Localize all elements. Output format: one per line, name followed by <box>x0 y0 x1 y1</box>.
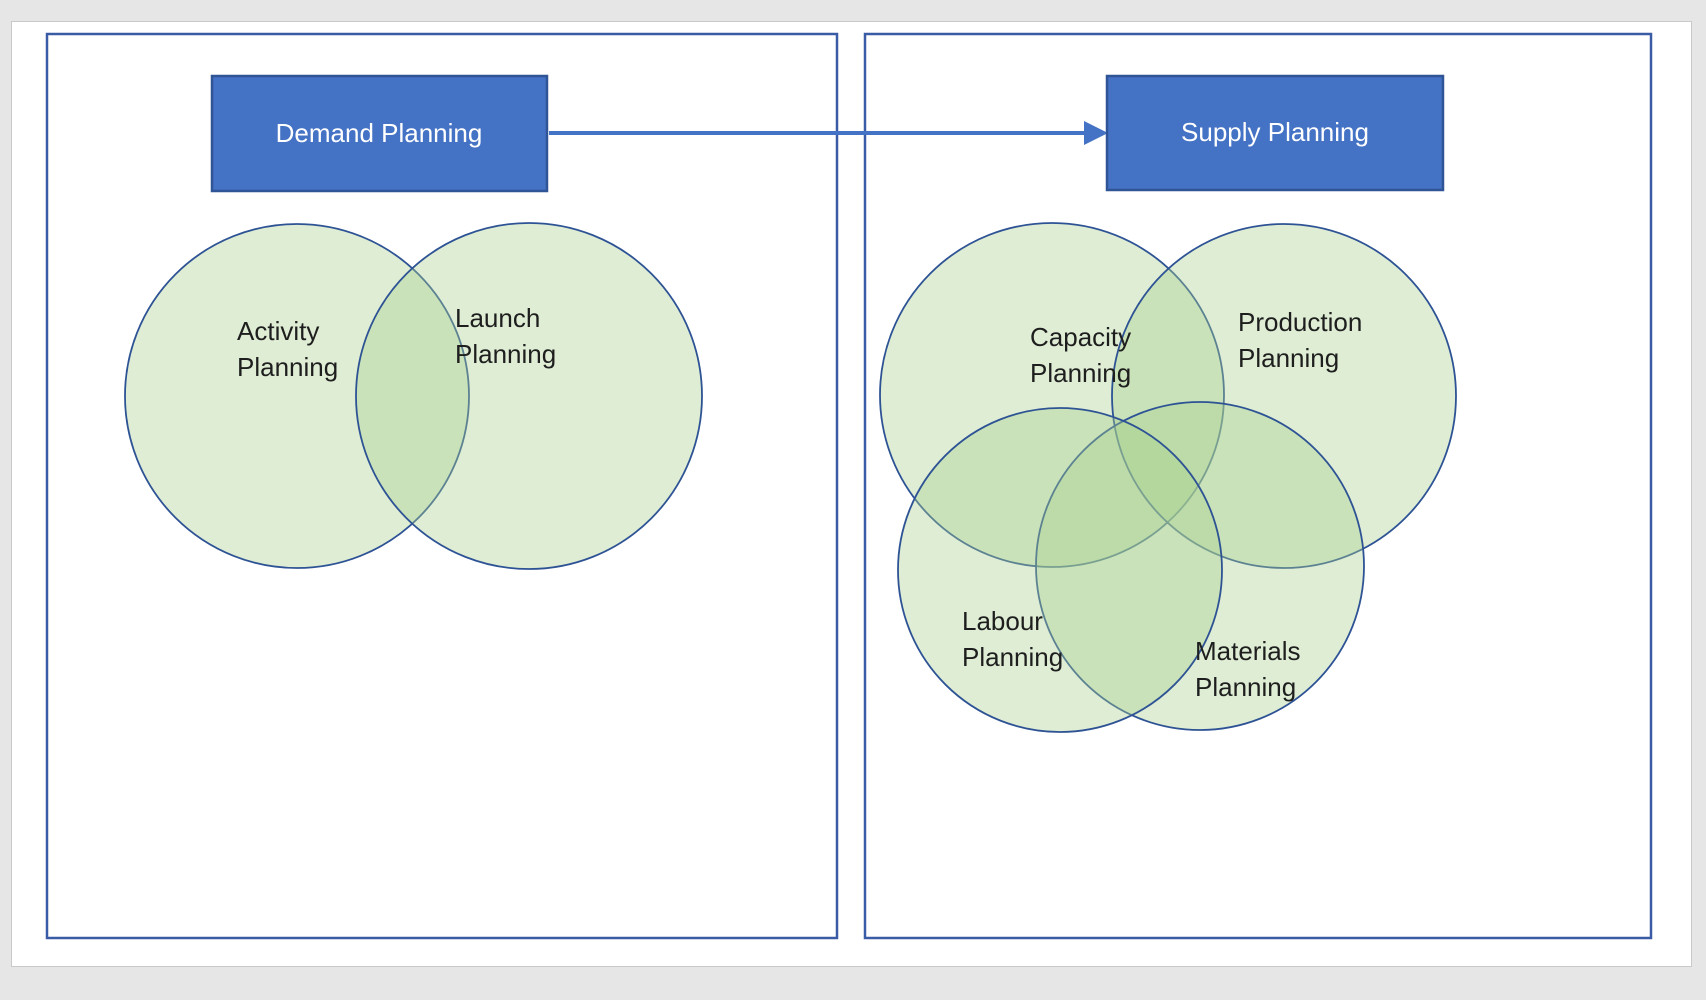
materials-planning-circle <box>1035 401 1365 731</box>
labour-planning-label: Labour Planning <box>962 606 1063 672</box>
activity-label-line2: Planning <box>237 352 338 382</box>
supply-planning-box: Supply Planning <box>1105 74 1445 192</box>
demand-planning-box-shape <box>210 74 549 193</box>
launch-planning-label: Launch Planning <box>455 303 556 369</box>
capacity-planning-label: Capacity Planning <box>1030 322 1131 388</box>
labour-planning-circle <box>897 407 1223 733</box>
activity-planning-label: Activity Planning <box>237 316 338 382</box>
production-label-line1: Production <box>1238 307 1362 337</box>
demand-planning-box-label: Demand Planning <box>276 118 483 148</box>
production-label-line2: Planning <box>1238 343 1339 373</box>
activity-planning-circle <box>124 223 470 569</box>
activity-label-line1: Activity <box>237 316 319 346</box>
launch-label-line2: Planning <box>455 339 556 369</box>
materials-planning-label: Materials Planning <box>1195 636 1300 702</box>
production-planning-circle <box>1111 223 1457 569</box>
capacity-planning-circle <box>879 222 1225 568</box>
labour-label-line1: Labour <box>962 606 1043 636</box>
launch-planning-circle <box>355 222 703 570</box>
demand-to-supply-arrow <box>549 121 1108 145</box>
production-planning-label: Production Planning <box>1238 307 1362 373</box>
arrow-head <box>1084 121 1108 145</box>
capacity-label-line1: Capacity <box>1030 322 1131 352</box>
materials-label-line1: Materials <box>1195 636 1300 666</box>
supply-planning-box-shape <box>1105 74 1445 192</box>
labour-label-line2: Planning <box>962 642 1063 672</box>
launch-label-line1: Launch <box>455 303 540 333</box>
materials-label-line2: Planning <box>1195 672 1296 702</box>
demand-planning-box: Demand Planning <box>210 74 549 193</box>
supply-panel-frame <box>863 32 1653 940</box>
demand-panel-frame <box>45 32 839 940</box>
capacity-label-line2: Planning <box>1030 358 1131 388</box>
supply-planning-box-label: Supply Planning <box>1181 117 1369 147</box>
